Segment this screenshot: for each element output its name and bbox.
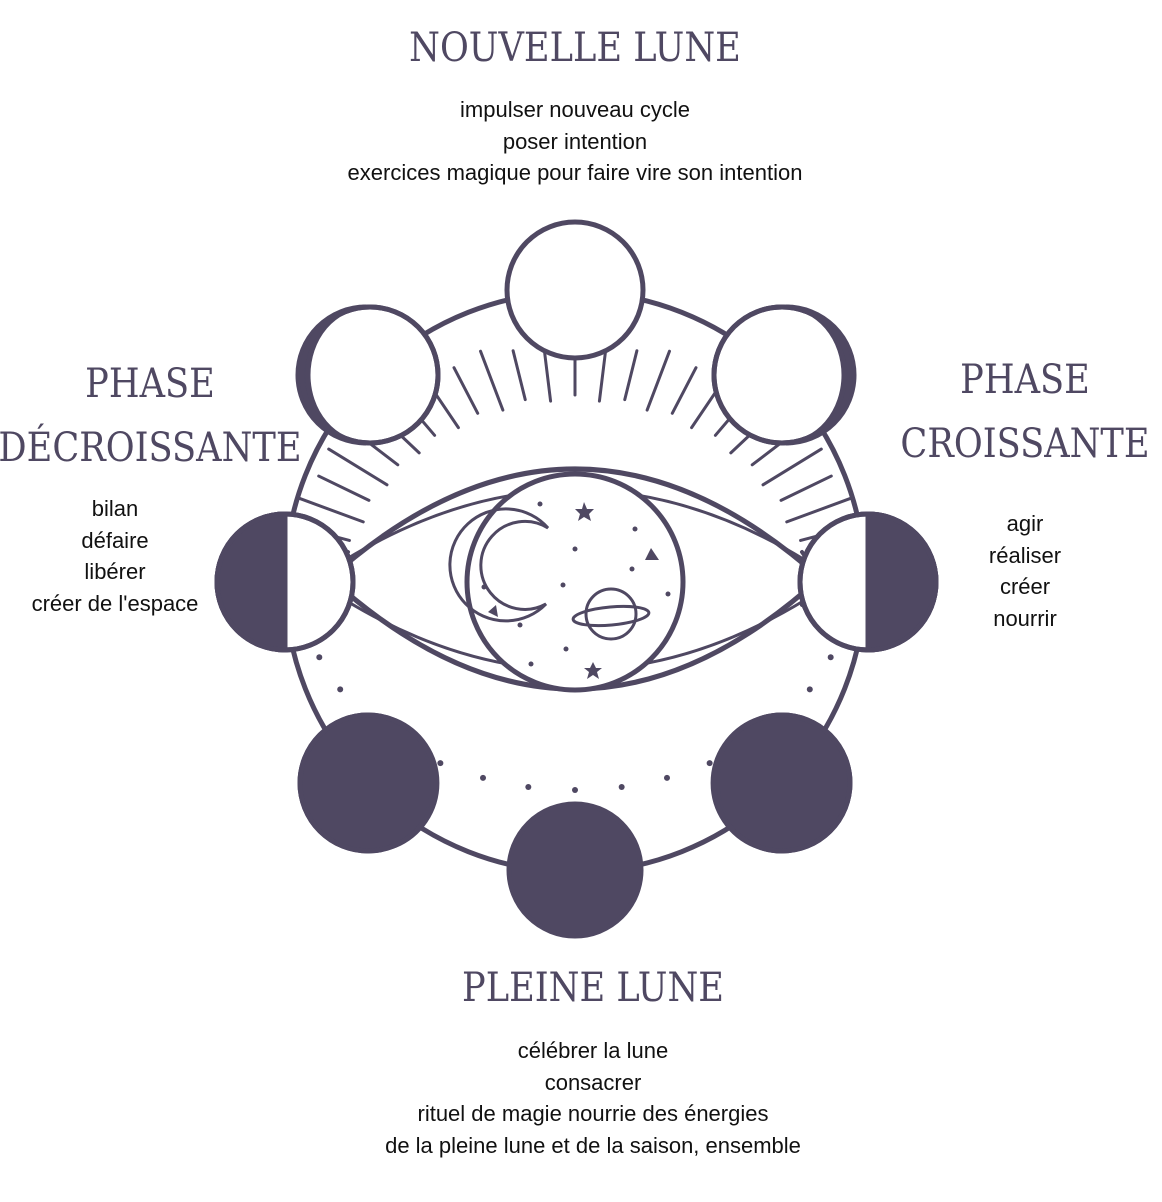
ray <box>296 496 365 524</box>
moon-waning-crescent <box>295 304 441 446</box>
ray <box>327 447 389 487</box>
ray <box>645 349 671 412</box>
ray <box>479 349 505 412</box>
new-moon-text: impulser nouveau cycle poser intention e… <box>250 94 900 189</box>
ray <box>452 366 480 415</box>
dot <box>525 783 532 790</box>
title-line: CROISSANTE <box>900 421 1150 467</box>
text-line: de la pleine lune et de la saison, ensem… <box>385 1132 801 1158</box>
crescent-moon-icon <box>448 507 550 623</box>
moon-waxing-crescent <box>711 304 857 446</box>
waxing-title: PHASE CROISSANTE <box>871 348 1162 476</box>
dot <box>480 774 487 781</box>
moon-last-quarter <box>214 511 356 653</box>
dot <box>706 760 713 767</box>
moon-waxing-gibbous <box>710 712 853 854</box>
title-line: DÉCROISSANTE <box>0 425 302 471</box>
full-moon-text: célébrer la lune consacrer rituel de mag… <box>293 1035 893 1161</box>
text-line: bilan <box>91 496 139 521</box>
dot <box>572 787 578 793</box>
moon-first-quarter <box>797 511 939 653</box>
new-moon-title: NOUVELLE LUNE <box>409 25 741 71</box>
eye-upper-lid <box>327 466 823 581</box>
waning-title: PHASE DÉCROISSANTE <box>0 352 308 480</box>
dot <box>806 686 813 693</box>
waxing-text: agir réaliser créer nourrir <box>925 508 1125 634</box>
text-line: nourrir <box>993 605 1057 631</box>
title-line: PHASE <box>960 357 1090 403</box>
full-moon-title: PLEINE LUNE <box>462 965 724 1011</box>
ray <box>623 349 639 402</box>
star-icon <box>575 502 594 521</box>
ray <box>779 474 833 502</box>
text-line: exercices magique pour faire vire son in… <box>347 160 803 185</box>
ray <box>317 474 371 502</box>
text-line: créer de l'espace <box>31 590 199 616</box>
title-line: PHASE <box>85 361 215 407</box>
text-line: célébrer la lune <box>517 1038 669 1063</box>
text-line: créer <box>999 574 1051 599</box>
text-line: rituel de magie nourrie des énergies <box>417 1101 769 1126</box>
moon-new <box>504 219 646 361</box>
ray <box>785 496 854 524</box>
planet-icon <box>584 587 638 641</box>
text-line: défaire <box>81 527 149 553</box>
moon-full <box>506 801 644 939</box>
dot <box>316 654 323 661</box>
text-line: agir <box>1006 511 1044 536</box>
iris-sphere <box>464 471 686 693</box>
text-line: impulser nouveau cycle <box>460 97 690 122</box>
text-line: réaliser <box>988 542 1062 568</box>
star-icon <box>584 662 602 679</box>
moon-waning-gibbous <box>297 712 440 854</box>
text-line: consacrer <box>544 1069 642 1095</box>
dot <box>827 654 834 661</box>
dot <box>618 783 625 790</box>
ray <box>761 447 823 487</box>
dot <box>663 774 670 781</box>
waning-text: bilan défaire libérer créer de l'espace <box>0 493 230 619</box>
text-line: poser intention <box>502 128 648 154</box>
ray <box>670 366 698 415</box>
dot <box>437 760 444 767</box>
dot <box>337 686 344 693</box>
text-line: libérer <box>84 559 146 584</box>
ray <box>511 349 527 402</box>
